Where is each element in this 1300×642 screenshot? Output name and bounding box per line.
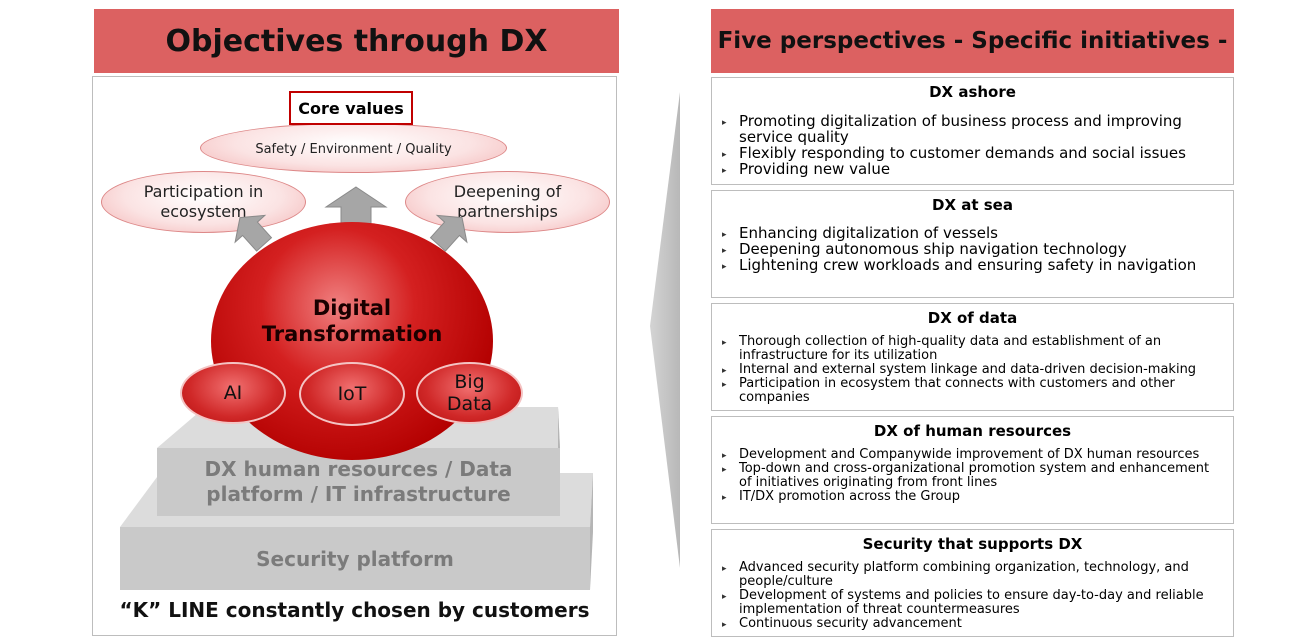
initiative-item: Lightening crew workloads and ensuring s… [722,257,1225,275]
perspectives-title: Five perspectives - Specific initiatives… [717,28,1228,54]
initiative-item: Participation in ecosystem that connects… [722,377,1225,405]
perspectives-header: Five perspectives - Specific initiatives… [711,9,1234,73]
security-platform: Security platform [120,527,590,590]
participation-text: Participation in ecosystem [143,182,264,221]
partnerships-text: Deepening of partnerships [453,182,562,221]
iot-label: IoT [337,383,367,405]
perspective-title: DX of human resources [873,422,1072,440]
perspective-title: DX of data [927,309,1018,327]
iot-bubble: IoT [299,362,405,426]
objectives-header: Objectives through DX [94,9,619,73]
core-values-label: Core values [289,91,413,125]
perspective-title: DX at sea [932,196,1013,214]
objectives-frame [92,76,617,636]
initiative-list: Thorough collection of high-quality data… [712,335,1233,405]
initiative-item: Continuous security advancement [722,617,1225,633]
perspective-box-dx-ashore: DX ashore Promoting digitalization of bu… [711,77,1234,185]
participation-ellipse: Participation in ecosystem [101,171,306,233]
connector-wedge [650,92,680,568]
objectives-title: Objectives through DX [165,23,548,59]
initiative-item: Promoting digitalization of business pro… [722,113,1225,145]
perspective-box-dx-of-human-resources: DX of human resources Development and Co… [711,416,1234,524]
security-slab-side [590,473,593,590]
initiative-item: Deepening autonomous ship navigation tec… [722,241,1225,259]
ai-label: AI [223,382,243,404]
initiative-item: Flexibly responding to customer demands … [722,145,1225,163]
partnerships-ellipse: Deepening of partnerships [405,171,610,233]
perspective-box-dx-at-sea: DX at sea Enhancing digitalization of ve… [711,190,1234,298]
initiative-list: Development and Companywide improvement … [712,448,1233,506]
perspective-box-security: Security that supports DX Advanced secur… [711,529,1234,637]
up-right-arrow-icon [429,214,468,252]
initiative-item: Development and Companywide improvement … [722,448,1225,464]
digital-transformation-label: Digital Transformation [261,296,443,346]
ai-bubble: AI [180,362,286,424]
initiative-list: Promoting digitalization of business pro… [712,113,1233,179]
perspective-box-dx-of-data: DX of data Thorough collection of high-q… [711,303,1234,411]
initiative-item: Enhancing digitalization of vessels [722,225,1225,243]
initiative-list: Enhancing digitalization of vessels Deep… [712,225,1233,275]
core-values-text: Safety / Environment / Quality [255,141,452,157]
up-left-arrow-icon [234,214,273,252]
initiative-item: Providing new value [722,161,1225,179]
tagline: “K” LINE constantly chosen by customers [119,598,590,622]
initiative-item: Development of systems and policies to e… [722,589,1225,617]
dx-platform-label: DX human resources / Data platform / IT … [204,457,513,506]
perspective-title: Security that supports DX [862,535,1083,553]
initiative-item: Top-down and cross-organizational promot… [722,462,1225,490]
dx-platform: DX human resources / Data platform / IT … [157,448,560,516]
security-platform-label: Security platform [256,546,454,571]
initiative-list: Advanced security platform combining org… [712,561,1233,633]
initiative-item: Advanced security platform combining org… [722,561,1225,589]
big-data-label: Big Data [446,371,493,415]
initiative-item: Internal and external system linkage and… [722,363,1225,379]
core-values-ellipse: Safety / Environment / Quality [200,123,507,173]
perspective-title: DX ashore [929,83,1016,101]
arrows-graphic [234,186,468,252]
initiative-item: Thorough collection of high-quality data… [722,335,1225,363]
big-data-bubble: Big Data [416,362,523,424]
initiative-item: IT/DX promotion across the Group [722,490,1225,506]
